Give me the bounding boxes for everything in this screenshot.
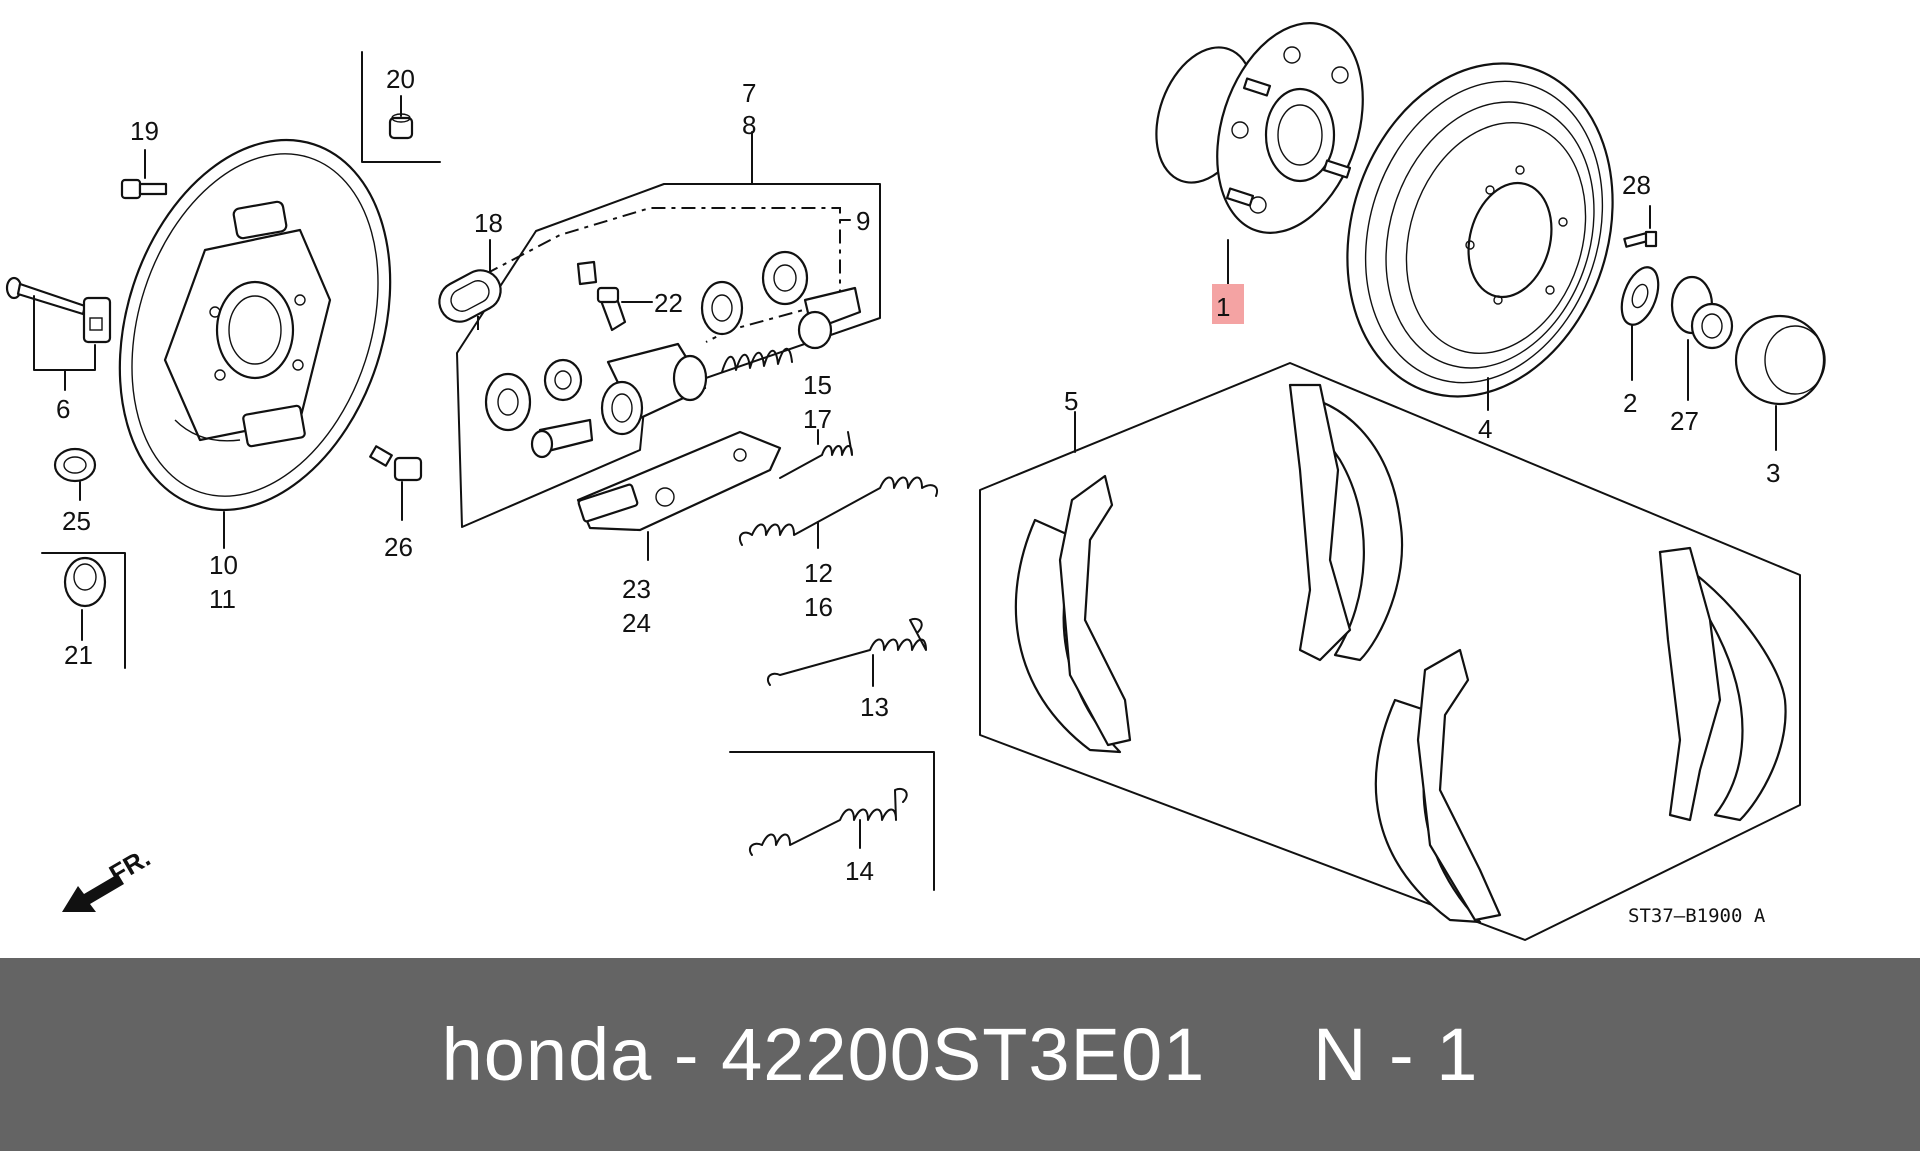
callout-21: 21 [64, 640, 93, 670]
cylinder-spring [721, 347, 793, 373]
callout-20: 20 [386, 64, 415, 94]
hub-1 [1155, 22, 1364, 234]
callout-8: 8 [742, 110, 756, 140]
callout-19: 19 [130, 116, 159, 146]
callout-6: 6 [56, 394, 70, 424]
callout-26: 26 [384, 532, 413, 562]
spring-17 [779, 431, 853, 479]
callout-25: 25 [62, 506, 91, 536]
spring-12 [738, 476, 938, 546]
callout-14: 14 [845, 856, 874, 886]
callout-15: 15 [803, 370, 832, 400]
grommet-25 [53, 447, 97, 483]
callout-23: 23 [622, 574, 651, 604]
wheel-cylinder [600, 342, 708, 436]
front-direction-arrow [62, 874, 124, 912]
footer-bar: honda - 42200ST3E01 N - 1 [0, 958, 1920, 1151]
cap-21 [63, 556, 107, 608]
callout-2: 2 [1623, 388, 1637, 418]
bolt-26 [369, 445, 423, 482]
parts-diagram: 1 2 3 4 5 6 7 8 9 10 11 12 13 14 15 16 1… [5, 22, 1826, 941]
nut-27 [1670, 275, 1734, 350]
backing-plate [118, 138, 392, 512]
callout-3: 3 [1766, 458, 1780, 488]
bleeder-22 [596, 286, 627, 332]
callout-27: 27 [1670, 406, 1699, 436]
callout-24: 24 [622, 608, 651, 638]
callout-7: 7 [742, 78, 756, 108]
callout-18: 18 [474, 208, 503, 238]
callout-5: 5 [1064, 386, 1078, 416]
callout-16: 16 [804, 592, 833, 622]
adjuster-23 [576, 430, 782, 532]
drum-4 [1346, 62, 1614, 398]
callout-1-highlight [1212, 284, 1244, 324]
callout-1: 1 [1216, 292, 1230, 322]
callout-22: 22 [654, 288, 683, 318]
callout-4: 4 [1478, 414, 1492, 444]
brake-shoe-d [1658, 546, 1787, 822]
callout-10: 10 [209, 550, 238, 580]
spring-14 [748, 788, 908, 856]
callout-28: 28 [1622, 170, 1651, 200]
bolt-19 [120, 178, 168, 200]
callout-17: 17 [803, 404, 832, 434]
spring-13 [766, 618, 927, 686]
shoe-set-frame [979, 362, 1801, 941]
brake-shoe-c [1374, 648, 1502, 924]
callout-12: 12 [804, 558, 833, 588]
nut-20 [388, 113, 414, 140]
part-number-caption: honda - 42200ST3E01 N - 1 [441, 1013, 1479, 1096]
callout-9: 9 [856, 206, 870, 236]
cap-3 [1734, 314, 1826, 406]
bolt-6 [5, 276, 112, 344]
brake-shoe-b [1288, 383, 1404, 662]
drawing-code: ST37–B1900 A [1628, 905, 1766, 927]
cylinder-cups [484, 250, 862, 459]
brake-shoe-a [1014, 474, 1132, 754]
washer-2 [1620, 266, 1660, 326]
screw-28 [1623, 230, 1658, 248]
callout-13: 13 [860, 692, 889, 722]
boot-ring-18 [438, 269, 502, 323]
callout-11: 11 [209, 584, 236, 614]
